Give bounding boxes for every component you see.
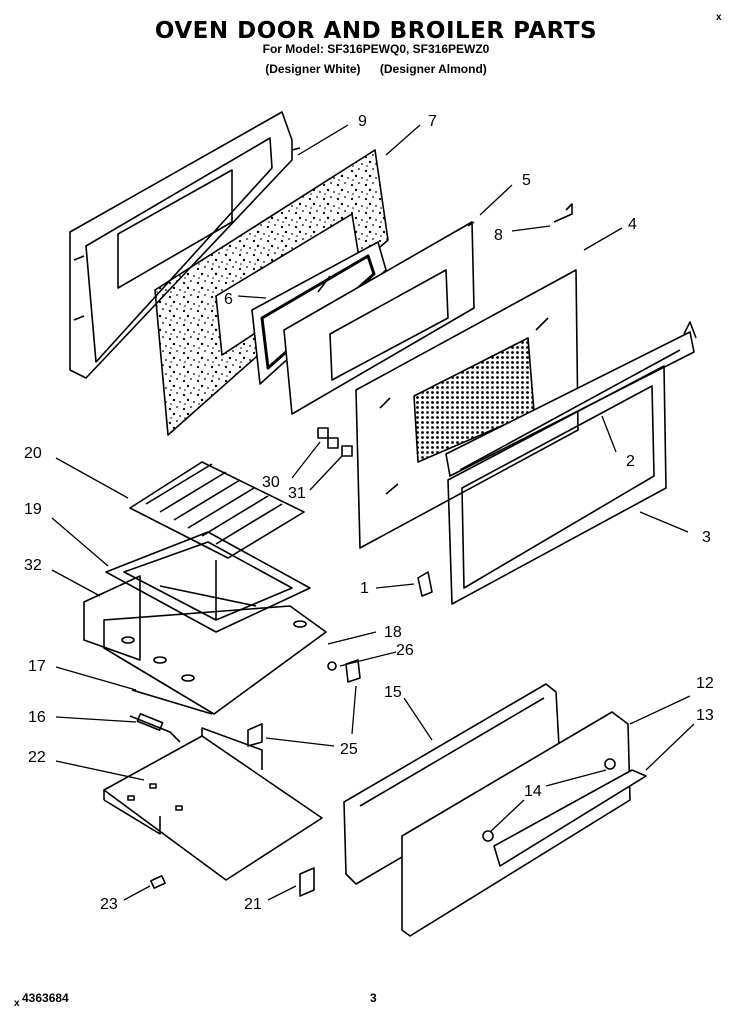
callout-15: 15 (384, 684, 402, 701)
corner-mark: x (716, 12, 722, 23)
callout-20: 20 (24, 445, 42, 462)
callout-25: 25 (340, 741, 358, 758)
callout-16: 16 (28, 709, 46, 726)
part-number: 4363684 (22, 991, 69, 1005)
model-line: For Model: SF316PEWQ0, SF316PEWZ0 (262, 42, 490, 56)
inner-door-panel (283, 221, 475, 415)
callout-13: 13 (696, 707, 714, 724)
hinge-plate (299, 867, 315, 897)
callout-5: 5 (522, 172, 531, 189)
page-number: 3 (370, 991, 377, 1005)
bolt (150, 875, 166, 889)
screw (327, 661, 337, 671)
callout-32: 32 (24, 557, 42, 574)
bracket (345, 659, 361, 683)
mount-bracket (247, 723, 263, 747)
callout-26: 26 (396, 642, 414, 659)
bracket-30a (317, 427, 329, 439)
drawer-bottom (103, 727, 323, 881)
drawer-front (401, 711, 647, 937)
callout-18: 18 (384, 624, 402, 641)
footer-mark: x (14, 998, 20, 1009)
callout-3: 3 (702, 529, 711, 546)
callout-23: 23 (100, 896, 118, 913)
door-liner (69, 111, 301, 379)
hinge-clip (417, 571, 433, 597)
door-frame-and-handle (445, 321, 697, 605)
leader-lines (51, 124, 695, 901)
bracket-30b (327, 437, 339, 449)
bracket-31 (341, 445, 353, 457)
callout-14: 14 (524, 783, 542, 800)
page-title: OVEN DOOR AND BROILER PARTS (154, 18, 598, 44)
outer-glass (355, 269, 579, 549)
callout-labels: 9 7 5 8 4 6 2 3 20 30 31 19 32 1 18 26 1… (24, 113, 714, 913)
spring (129, 712, 181, 743)
callout-21: 21 (244, 896, 262, 913)
variant-almond: (Designer Almond) (379, 62, 487, 76)
callout-31: 31 (288, 485, 306, 502)
callout-30: 30 (262, 474, 280, 491)
callout-1: 1 (360, 580, 369, 597)
rod (131, 689, 213, 715)
callout-9: 9 (358, 113, 367, 130)
callout-4: 4 (628, 216, 637, 233)
callout-2: 2 (626, 453, 635, 470)
variant-line: (Designer White) (Designer Almond) (0, 62, 752, 76)
callout-8: 8 (494, 227, 503, 244)
broiler-grid (129, 461, 305, 559)
door-clip (553, 203, 573, 223)
callout-7: 7 (428, 113, 437, 130)
broiler-pan (105, 531, 311, 633)
broiler-drawer (83, 575, 327, 715)
door-insulation (154, 149, 389, 436)
callout-17: 17 (28, 658, 46, 675)
variant-white: (Designer White) (265, 62, 361, 76)
callout-12: 12 (696, 675, 714, 692)
callout-6: 6 (224, 291, 233, 308)
callout-19: 19 (24, 501, 42, 518)
callout-22: 22 (28, 749, 46, 766)
